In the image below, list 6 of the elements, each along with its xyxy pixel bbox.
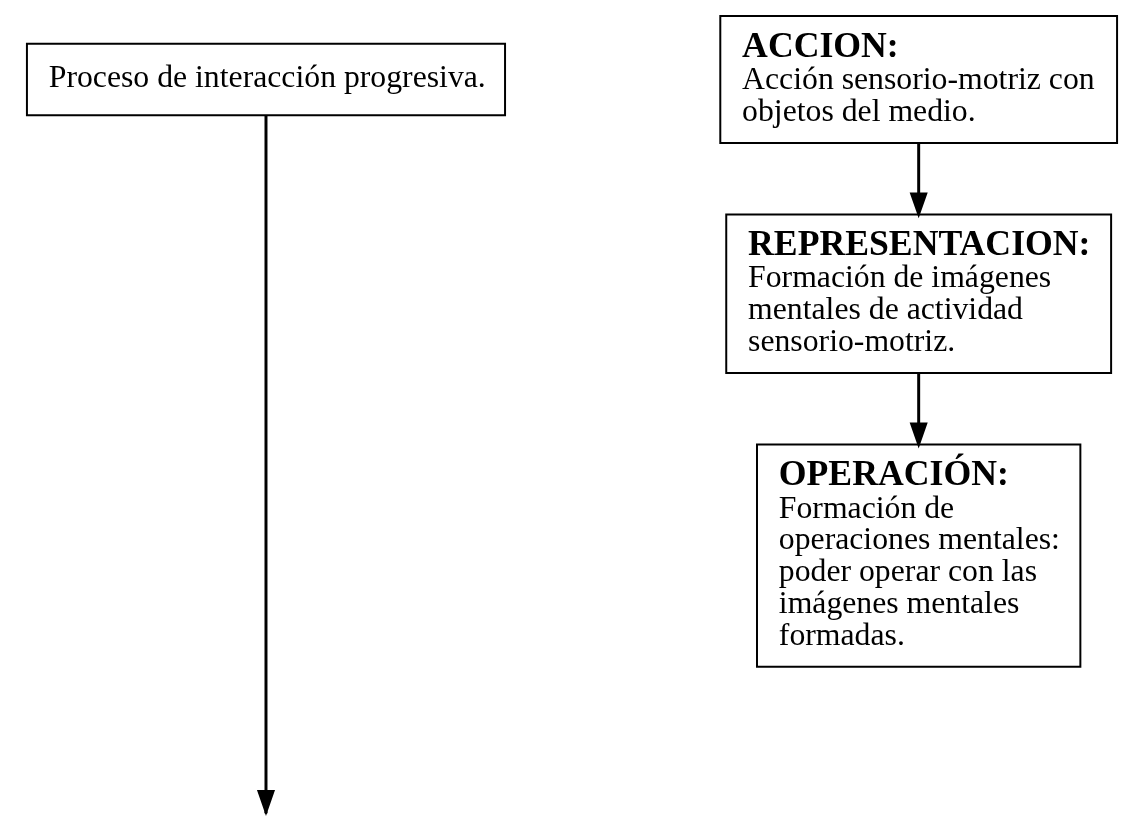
node-box: REPRESENTACION: Formación de imágenes mentales de actividad sensorio-motriz. [724, 213, 1112, 375]
node-box: ACCION: Acción sensorio-motriz con objetos del medio. [718, 15, 1118, 144]
node-box: Proceso de interacción progresiva. [25, 42, 506, 117]
node-box: OPERACIÓN: Formación de operaciones mentales: poder operar con las imágenes mentales formadas. [755, 443, 1081, 668]
arrow [909, 143, 928, 219]
arrow [909, 373, 928, 449]
